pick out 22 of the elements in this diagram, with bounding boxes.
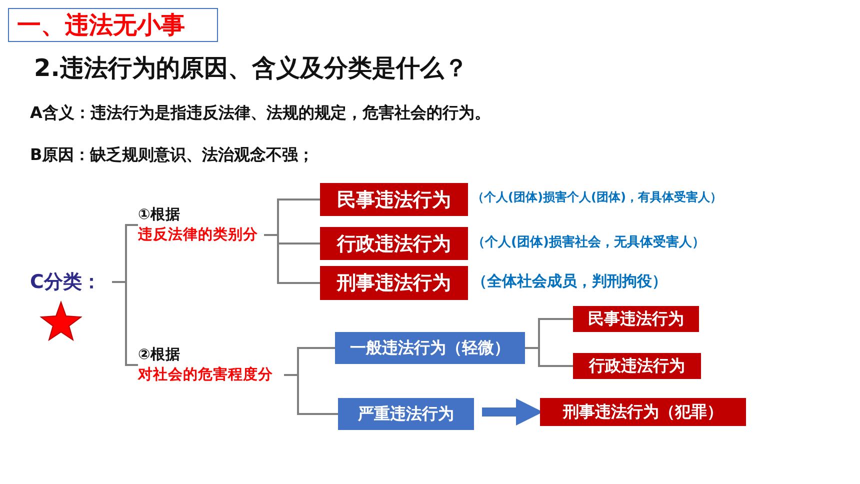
category-box: 行政违法行为 xyxy=(573,353,701,379)
category-text: C分类： xyxy=(30,268,112,296)
note-text: （全体社会成员，判刑拘役） xyxy=(472,272,667,291)
category-box: 民事违法行为 xyxy=(573,306,699,332)
note-text: （个人(团体)损害个人(团体)，有具体受害人） xyxy=(472,189,722,206)
category-box: 一般违法行为（轻微） xyxy=(335,332,525,364)
note-text: （个人(团体)损害社会，无具体受害人） xyxy=(472,234,705,251)
category-box: 严重违法行为 xyxy=(338,398,474,430)
bracket-line xyxy=(525,347,573,367)
branch-text: ①根据 违反法律的类别分 xyxy=(138,205,264,245)
bracket-line xyxy=(112,281,138,366)
bracket-line xyxy=(284,374,338,415)
category-box: 刑事违法行为 xyxy=(320,266,468,300)
heading-box: 一、违法无小事 xyxy=(8,8,218,42)
bracket-line xyxy=(264,234,320,284)
text-line: B原因：缺乏规则意识、法治观念不强； xyxy=(30,145,314,166)
text-line: A含义：违法行为是指违反法律、法规的规定，危害社会的行为。 xyxy=(30,103,490,124)
category-box: 民事违法行为 xyxy=(320,183,468,216)
category-box: 行政违法行为 xyxy=(320,227,468,260)
title: 2.违法行为的原因、含义及分类是什么？ xyxy=(34,53,468,84)
category-box: 刑事违法行为（犯罪） xyxy=(540,398,746,426)
branch-text: ②根据 对社会的危害程度分 xyxy=(138,345,284,385)
